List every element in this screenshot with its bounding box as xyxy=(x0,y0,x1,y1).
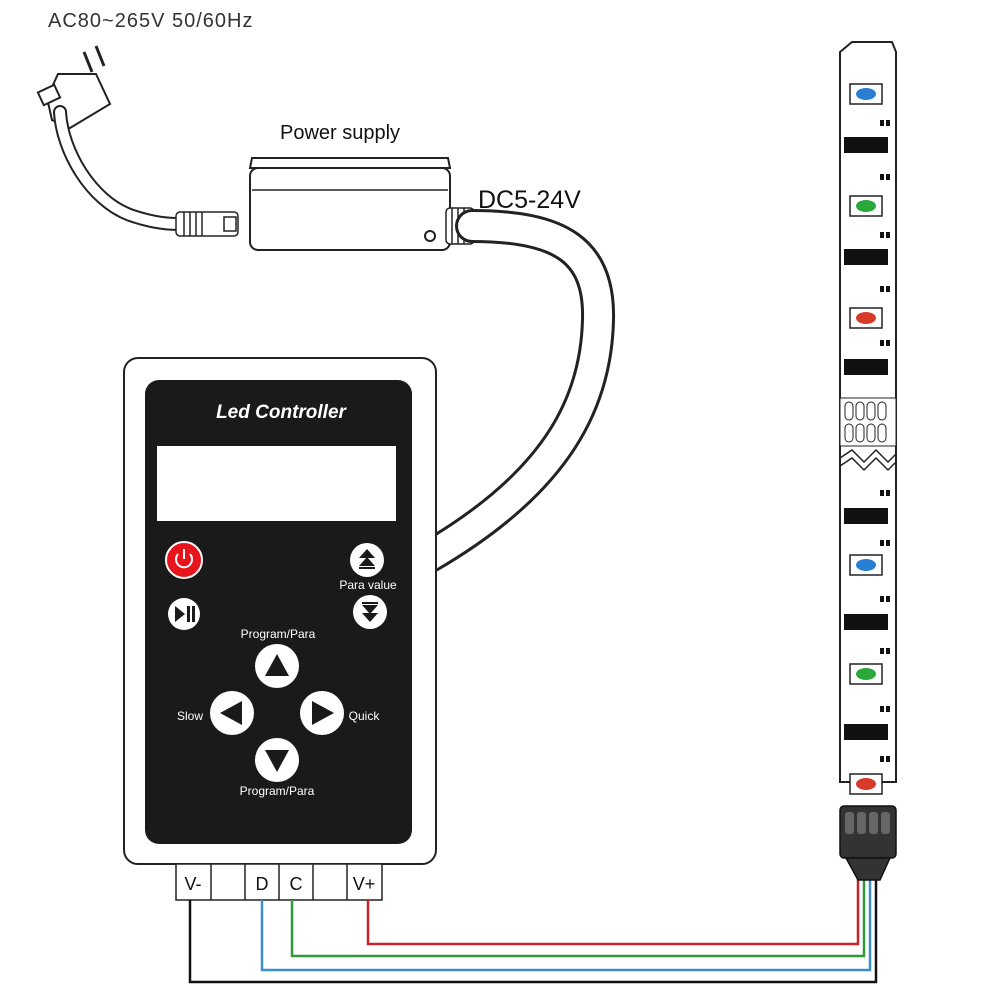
slow-label: Slow xyxy=(177,709,203,723)
para-value-label: Para value xyxy=(339,578,397,592)
controller-title: Led Controller xyxy=(216,402,347,423)
led-strip xyxy=(839,41,897,881)
double-up-icon xyxy=(359,549,375,569)
play-pause-button[interactable] xyxy=(168,598,200,630)
right-arrow-icon xyxy=(312,701,334,725)
driver-ic xyxy=(844,137,888,740)
led-controller: Led Controller xyxy=(123,357,437,865)
led-chip xyxy=(849,307,883,329)
ac-plug xyxy=(36,45,112,130)
up-button[interactable] xyxy=(255,644,299,688)
up-arrow-icon xyxy=(265,654,289,676)
led-chip xyxy=(849,663,883,685)
program-para-top-label: Program/Para xyxy=(241,627,316,641)
led-chip xyxy=(849,773,883,795)
wire-clock xyxy=(290,878,866,958)
terminal-v-plus: V+ xyxy=(353,874,376,894)
led-chip xyxy=(849,554,883,576)
double-down-icon xyxy=(362,602,378,622)
led-chip xyxy=(849,195,883,217)
ac-input-label: AC80~265V 50/60Hz xyxy=(48,10,253,32)
wire-v-plus xyxy=(366,878,860,946)
right-button[interactable] xyxy=(300,691,344,735)
wire-data xyxy=(260,878,872,972)
lcd-display xyxy=(157,446,396,521)
strip-end-connector xyxy=(839,805,897,881)
para-value-up-button[interactable] xyxy=(350,543,384,577)
terminal-block xyxy=(175,863,383,901)
dc-output-label: DC5-24V xyxy=(478,186,581,214)
ac-strain-relief xyxy=(175,211,239,237)
power-icon xyxy=(175,549,193,569)
terminal-c: C xyxy=(290,874,303,894)
quick-label: Quick xyxy=(349,709,381,723)
wire-v-minus xyxy=(188,878,878,984)
resistor-pads xyxy=(880,120,890,762)
left-arrow-icon xyxy=(220,701,242,725)
program-para-bottom-label: Program/Para xyxy=(240,784,315,798)
terminal-d: D xyxy=(256,874,269,894)
down-arrow-icon xyxy=(265,750,289,772)
power-supply-box xyxy=(248,157,452,251)
terminal-v-minus: V- xyxy=(184,874,201,894)
play-pause-icon xyxy=(175,606,195,622)
left-button[interactable] xyxy=(210,691,254,735)
down-button[interactable] xyxy=(255,738,299,782)
power-button[interactable] xyxy=(165,541,203,579)
led-chip xyxy=(849,83,883,105)
power-supply-label: Power supply xyxy=(280,122,400,144)
para-value-down-button[interactable] xyxy=(353,595,387,629)
